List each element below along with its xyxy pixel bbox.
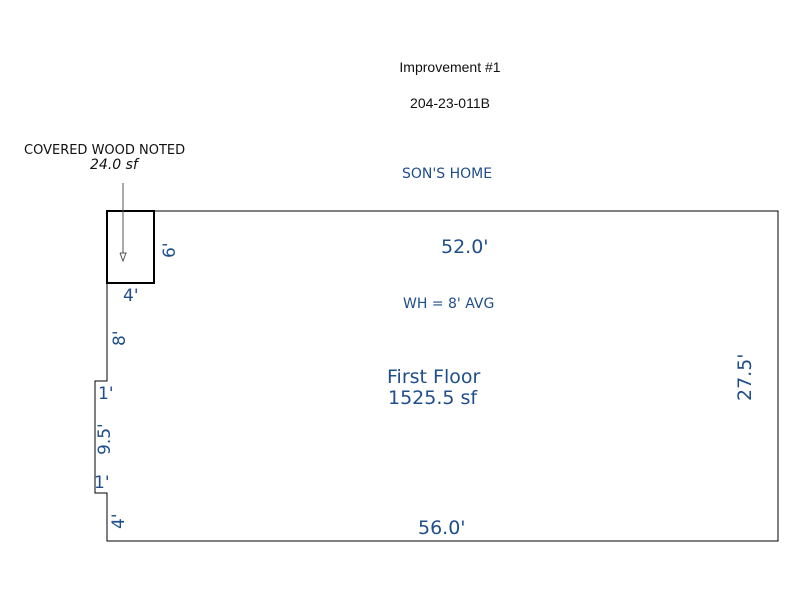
floor-name: First Floor	[387, 366, 481, 388]
left-upper-dim: 8'	[110, 330, 130, 347]
top-dim: 52.0'	[441, 236, 489, 258]
first-floor-outline	[94, 210, 779, 542]
left-jog-top-dim: 1'	[98, 384, 114, 404]
porch-width-dim: 4'	[123, 286, 139, 306]
wall-height-label: WH = 8' AVG	[403, 296, 495, 312]
covered-wood-outline	[106, 210, 155, 284]
left-lower-dim: 4'	[109, 513, 129, 530]
improvement-title: Improvement #1	[399, 59, 501, 75]
callout-arrowhead	[119, 252, 127, 263]
right-dim: 27.5'	[734, 353, 756, 401]
floor-area: 1525.5 sf	[388, 387, 478, 409]
left-jog-bottom-dim: 1'	[94, 473, 110, 493]
parcel-id: 204-23-011B	[410, 95, 490, 111]
left-bump-dim: 9.5'	[95, 423, 115, 455]
structure-label: SON'S HOME	[402, 166, 493, 182]
callout-area: 24.0 sf	[90, 157, 138, 173]
callout-label: COVERED WOOD NOTED	[24, 143, 186, 158]
porch-depth-dim: 6'	[160, 242, 180, 259]
bottom-dim: 56.0'	[418, 517, 466, 539]
